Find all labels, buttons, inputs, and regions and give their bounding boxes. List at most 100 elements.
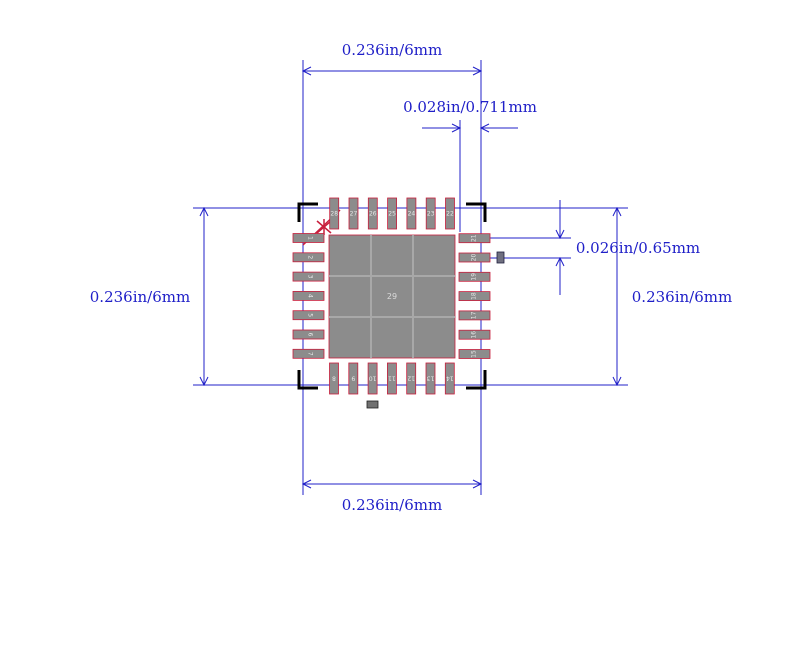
pad-13-shape xyxy=(425,362,436,395)
arrow-bottom-right xyxy=(472,479,483,489)
center-pad: 29 xyxy=(328,234,456,359)
pad-13-number: 13 xyxy=(427,375,435,382)
pads-left: 1 2 3 4 5 6 7 xyxy=(292,233,325,359)
pad-6-shape xyxy=(292,329,325,340)
arrow-bottom-left xyxy=(301,479,312,489)
pad-22: 22 xyxy=(445,197,455,230)
pad-20-shape xyxy=(458,252,491,263)
pad-3-shape xyxy=(292,271,325,282)
pad-3: 3 xyxy=(292,271,325,282)
pad-14-number: 14 xyxy=(446,375,454,382)
pad-19-number: 19 xyxy=(471,273,478,281)
pad-7-shape xyxy=(292,348,325,359)
pad-26-number: 26 xyxy=(369,211,377,218)
arrow-right-bottom xyxy=(612,376,622,387)
arrow-top-right xyxy=(472,66,483,76)
pad-14: 14 xyxy=(444,362,455,395)
pad-18-shape xyxy=(458,291,491,302)
pad-25: 25 xyxy=(387,197,398,230)
corner-top-left xyxy=(297,202,318,222)
pad-11-shape xyxy=(386,362,397,395)
pad-15-shape xyxy=(458,349,491,359)
pad-8-shape xyxy=(329,362,339,395)
pads-top: 22 23 24 25 26 27 28 xyxy=(329,197,455,230)
pad-8-number: 8 xyxy=(332,375,336,382)
center-pad-outline xyxy=(328,234,456,359)
pad-21-shape xyxy=(458,233,491,244)
arrow-pitch-top xyxy=(555,229,565,240)
pad-3-number: 3 xyxy=(307,275,314,279)
corner-bottom-left xyxy=(297,370,318,390)
pad-22-shape xyxy=(445,197,455,230)
pad-25-shape xyxy=(387,197,398,230)
pad-2-number: 2 xyxy=(307,255,314,259)
pad-21-number: 21 xyxy=(471,234,478,242)
pad-15-number: 15 xyxy=(471,350,478,358)
pad-1-number: 1 xyxy=(307,236,314,240)
pad-28-number: 28 xyxy=(330,211,338,218)
pad-27: 27 xyxy=(348,197,359,230)
pad-7-number: 7 xyxy=(307,352,314,356)
pads-bottom: 8 9 10 11 12 13 14 xyxy=(329,362,455,395)
pad-9-shape xyxy=(348,362,359,395)
pad-4-number: 4 xyxy=(307,294,314,298)
pad-4-shape xyxy=(292,290,325,301)
pad-20: 20 xyxy=(458,252,491,263)
pad-19: 19 xyxy=(458,271,491,282)
pad-2: 2 xyxy=(292,252,325,263)
pad-10: 10 xyxy=(367,362,378,395)
pad-27-shape xyxy=(348,197,359,230)
dim-right-height: 0.236in/6mm xyxy=(632,288,732,306)
pad-24-shape xyxy=(406,197,417,230)
pad-13: 13 xyxy=(425,362,436,395)
pad-24-number: 24 xyxy=(408,211,416,218)
pad-12-number: 12 xyxy=(407,375,415,382)
pads-right: 15 16 17 18 19 20 21 xyxy=(458,233,491,359)
pad-16-shape xyxy=(458,329,491,340)
pad-10-number: 10 xyxy=(369,375,377,382)
pad-6-number: 6 xyxy=(307,333,314,337)
arrow-pitch-bottom xyxy=(555,256,565,267)
pad-9: 9 xyxy=(348,362,359,395)
pad-21: 21 xyxy=(458,233,491,244)
pad-28: 28 xyxy=(329,197,340,230)
pad-7: 7 xyxy=(292,348,325,359)
pad-24: 24 xyxy=(406,197,417,230)
pad-6: 6 xyxy=(292,329,325,340)
pad-5-shape xyxy=(292,310,325,321)
pad-27-number: 27 xyxy=(350,211,358,218)
pad-20-number: 20 xyxy=(471,254,478,262)
arrowheads xyxy=(199,66,622,489)
arrow-pad-left xyxy=(451,123,462,133)
center-pad-grid xyxy=(329,235,455,358)
pad-22-number: 22 xyxy=(446,211,454,218)
pad-4: 4 xyxy=(292,290,325,301)
pad-16-number: 16 xyxy=(471,331,478,339)
body-outline-corners xyxy=(297,202,487,390)
pad-19-shape xyxy=(458,271,491,282)
pad-23-shape xyxy=(425,197,436,230)
pad-11-number: 11 xyxy=(388,375,396,382)
arrow-top-left xyxy=(301,66,312,76)
arrow-pad-right xyxy=(479,123,490,133)
pad-17: 17 xyxy=(458,310,491,321)
center-pad-number: 29 xyxy=(387,292,397,301)
arrow-left-bottom xyxy=(199,376,209,387)
dim-top-width: 0.236in/6mm xyxy=(342,41,442,59)
bottom-marker xyxy=(366,400,379,409)
pad-17-number: 17 xyxy=(471,311,478,319)
pad-25-number: 25 xyxy=(388,211,396,218)
pad-8: 8 xyxy=(329,362,339,395)
pad-11: 11 xyxy=(386,362,397,395)
pad-23: 23 xyxy=(425,197,436,230)
pad-5: 5 xyxy=(292,310,325,321)
pad-2-shape xyxy=(292,252,325,263)
pad-17-shape xyxy=(458,310,491,321)
pad-18-number: 18 xyxy=(471,292,478,300)
pad-15: 15 xyxy=(458,349,491,359)
pad-14-shape xyxy=(444,362,455,395)
arrow-left-top xyxy=(199,206,209,217)
pad-1: 1 xyxy=(292,233,325,243)
pad-26-shape xyxy=(367,197,378,230)
